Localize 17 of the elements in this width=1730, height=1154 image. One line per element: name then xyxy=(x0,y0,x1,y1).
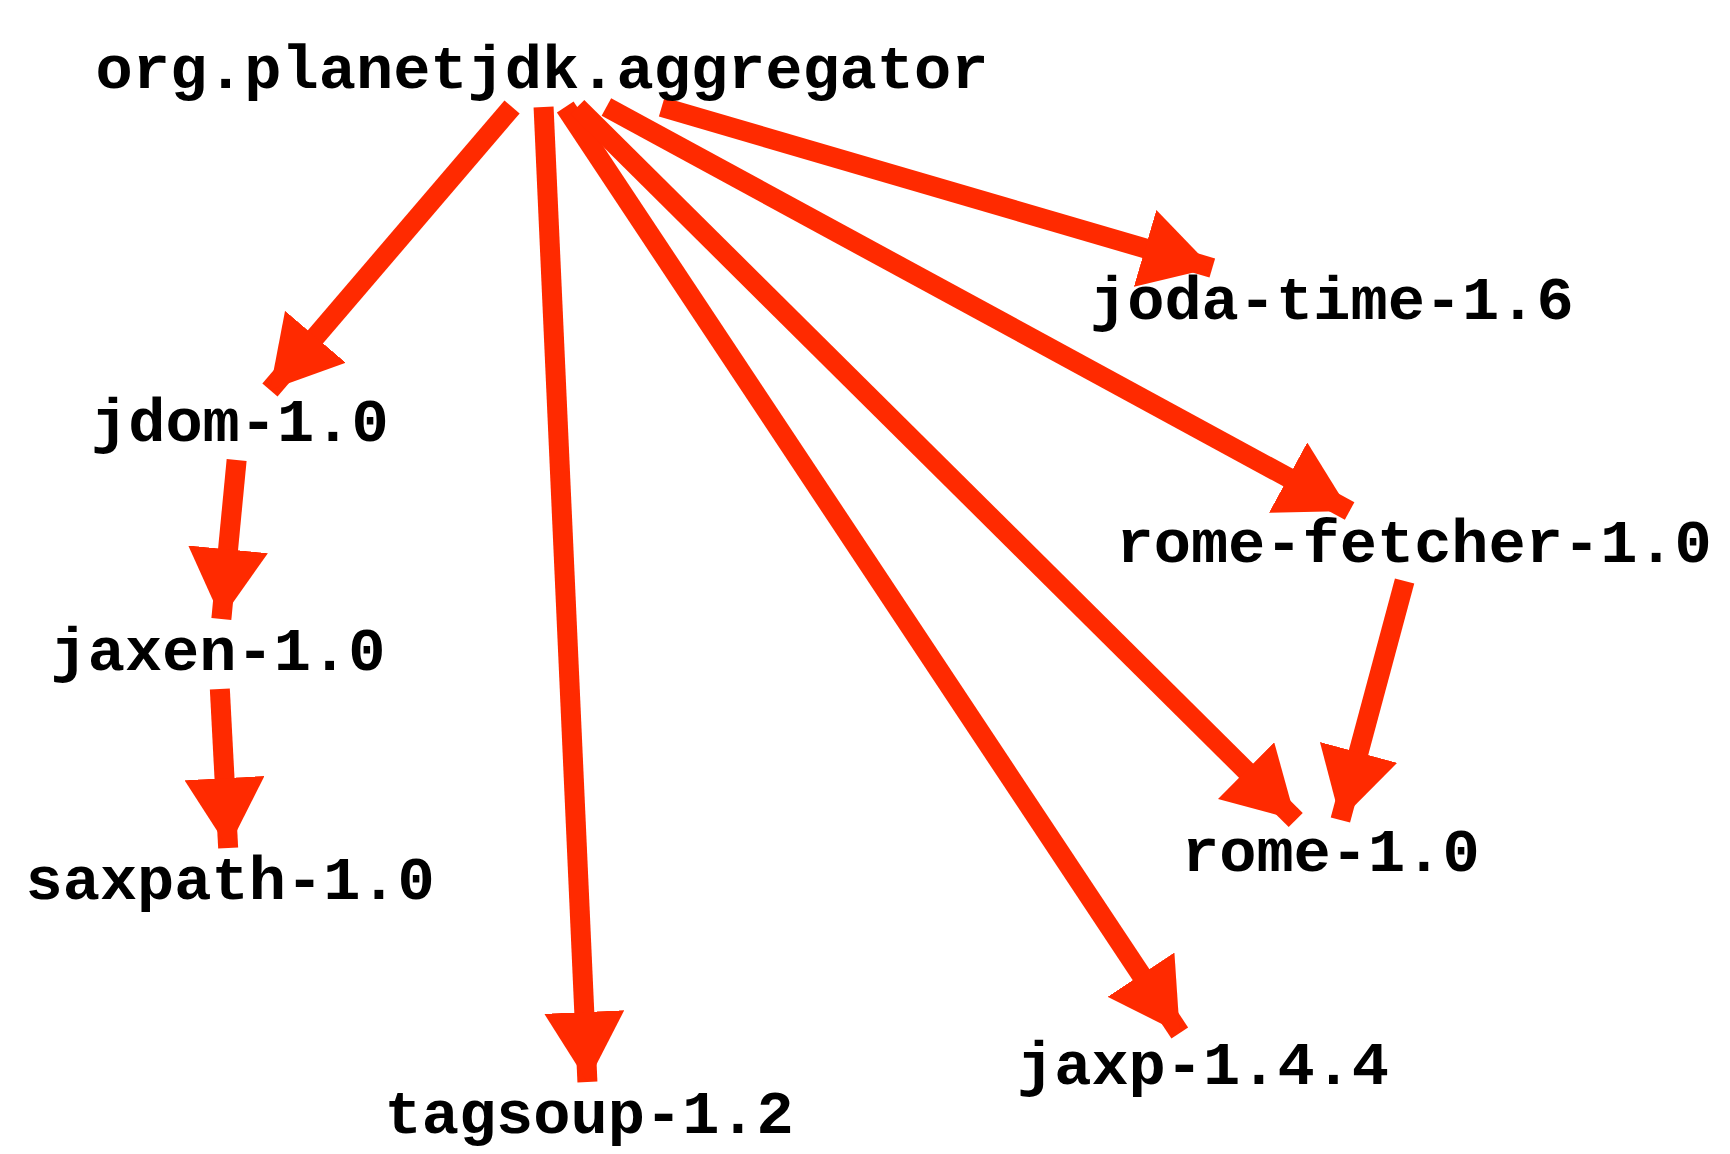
dependency-arrow xyxy=(601,98,1355,520)
module-label: jdom-1.0 xyxy=(89,390,391,460)
module-label: rome-fetcher-1.0 xyxy=(1114,511,1714,581)
module-label: joda-time-1.6 xyxy=(1088,268,1576,338)
dependency-arrow xyxy=(184,688,265,849)
module-label: jaxp-1.4.4 xyxy=(1015,1033,1392,1103)
module-label: jaxen-1.0 xyxy=(48,619,388,689)
dependency-arrow xyxy=(556,101,1189,1039)
module-label: saxpath-1.0 xyxy=(23,848,437,918)
dependency-arrow xyxy=(262,100,520,397)
module-label: rome-1.0 xyxy=(1180,820,1482,890)
dependency-arrow xyxy=(1319,578,1415,823)
dependency-arrow xyxy=(658,97,1216,287)
module-label: tagsoup-1.2 xyxy=(382,1082,796,1152)
module-label: org.planetjdk.aggregator xyxy=(93,37,991,107)
dependency-arrow xyxy=(533,106,625,1083)
dependency-arrow xyxy=(188,459,268,620)
